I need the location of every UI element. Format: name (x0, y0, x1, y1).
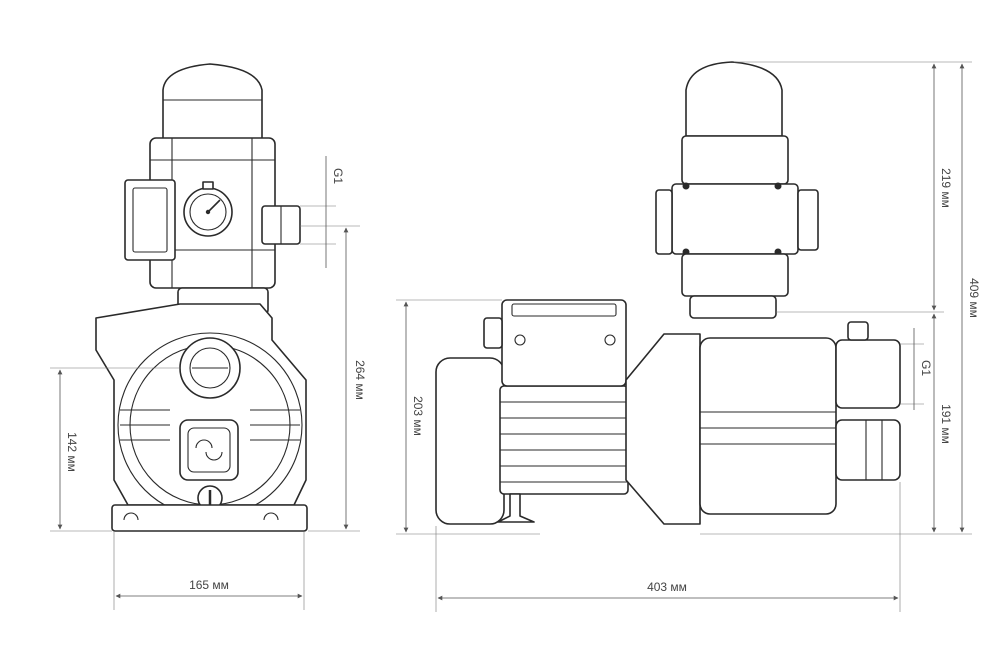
dim-front-height-total: 264 мм (353, 360, 367, 400)
side-pump-flange (625, 333, 701, 525)
side-outlet-port (835, 339, 901, 409)
side-switch-collar (689, 295, 777, 319)
front-pump-housing (95, 303, 307, 506)
side-motor-fins (500, 401, 628, 483)
front-terminal-box (124, 179, 176, 261)
dim-side-height-switch: 219 мм (939, 168, 953, 208)
dim-front-thread: G1 (331, 168, 345, 184)
dim-side-length: 403 мм (647, 580, 687, 594)
dim-side-thread: G1 (919, 360, 933, 376)
dim-side-height-outlet: 191 мм (939, 404, 953, 444)
pressure-gauge-icon (183, 181, 233, 237)
side-motor-foot (497, 493, 535, 523)
dim-side-height-total: 409 мм (967, 278, 981, 318)
side-switch-lower (681, 253, 789, 297)
side-switch-cover (685, 61, 783, 137)
front-ribs (120, 409, 300, 441)
brand-logo-icon (179, 419, 239, 481)
side-view (435, 61, 901, 525)
side-terminal-box (501, 299, 627, 387)
dim-front-width: 165 мм (189, 578, 229, 592)
side-motor-end-cap (435, 357, 505, 525)
dimension-lines: 165 мм 264 мм 142 мм G1 403 мм 203 мм 21… (50, 61, 981, 612)
front-view (95, 63, 308, 532)
side-switch-body (671, 183, 799, 255)
side-switch-upper (681, 135, 789, 185)
front-switch-cover (162, 63, 263, 141)
dim-front-height-inlet: 142 мм (65, 432, 79, 472)
dim-side-height-motor: 203 мм (411, 396, 425, 436)
side-pump-housing (699, 337, 837, 515)
side-inlet-port (835, 419, 901, 481)
front-base (111, 504, 308, 532)
